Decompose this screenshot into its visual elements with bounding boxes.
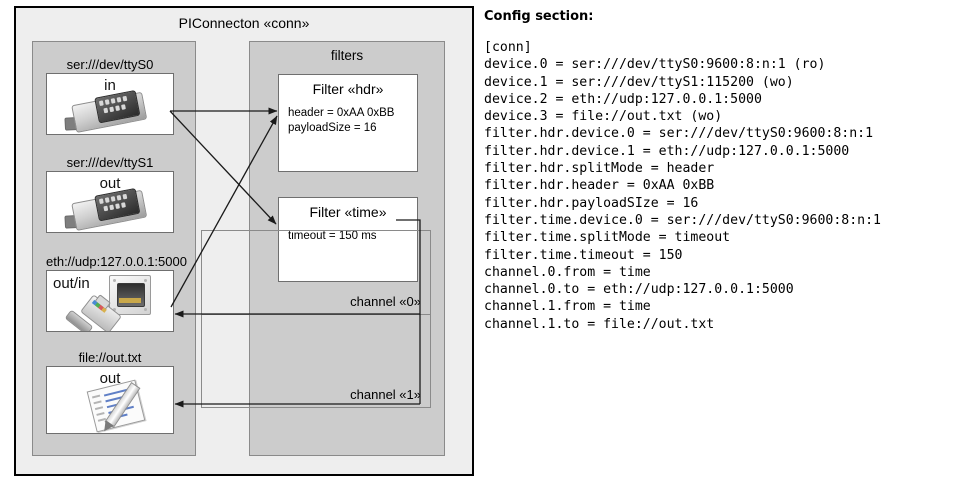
filters-column-title: filters bbox=[330, 48, 364, 63]
device-box-file[interactable]: out bbox=[46, 366, 174, 434]
device-label-eth: eth://udp:127.0.0.1:5000 bbox=[46, 254, 187, 269]
config-heading: Config section: bbox=[484, 9, 594, 24]
device-mode-file: out bbox=[99, 370, 121, 387]
filter-title-hdr: Filter «hdr» bbox=[312, 81, 384, 97]
device-mode-ttyS0: in bbox=[104, 77, 116, 94]
device-cell-ttyS0[interactable]: ser:///dev/ttyS0 in bbox=[46, 56, 174, 135]
filter-prop-time-timeout: timeout = 150 ms bbox=[288, 230, 377, 242]
diagram-container: PIConnecton «conn» ser:///dev/ttyS0 in bbox=[14, 6, 474, 476]
devices-column: ser:///dev/ttyS0 in se bbox=[32, 41, 196, 456]
filter-title-time: Filter «time» bbox=[309, 204, 387, 220]
filter-prop-hdr-payload: payloadSize = 16 bbox=[288, 122, 377, 134]
device-box-ttyS1[interactable]: out bbox=[46, 171, 174, 233]
filters-column: filters Filter «hdr» header = 0xAA 0xBB … bbox=[201, 41, 445, 456]
config-panel: Config section: [conn] device.0 = ser://… bbox=[484, 8, 954, 333]
config-listing: [conn] device.0 = ser:///dev/ttyS0:9600:… bbox=[484, 40, 881, 332]
device-cell-ttyS1[interactable]: ser:///dev/ttyS1 out bbox=[46, 154, 174, 233]
device-label-ttyS0: ser:///dev/ttyS0 bbox=[66, 57, 154, 72]
device-mode-ttyS1: out bbox=[99, 175, 121, 192]
device-box-ttyS0[interactable]: in bbox=[46, 73, 174, 135]
device-box-eth[interactable]: out/in bbox=[46, 270, 174, 332]
device-label-ttyS1: ser:///dev/ttyS1 bbox=[66, 155, 154, 170]
device-cell-file[interactable]: file://out.txt out bbox=[46, 349, 174, 434]
ethernet-jack-icon bbox=[47, 271, 173, 331]
device-mode-eth: out/in bbox=[53, 275, 90, 292]
channel-box-0[interactable]: channel «0» bbox=[201, 230, 431, 315]
channel-label-1: channel «1» bbox=[350, 387, 421, 402]
diagram-title: PIConnecton «conn» bbox=[178, 15, 310, 31]
channel-label-0: channel «0» bbox=[350, 294, 421, 309]
device-cell-eth[interactable]: eth://udp:127.0.0.1:5000 out/in bbox=[46, 253, 187, 332]
filter-box-hdr[interactable]: Filter «hdr» header = 0xAA 0xBB payloadS… bbox=[278, 74, 418, 172]
filter-prop-hdr-header: header = 0xAA 0xBB bbox=[288, 107, 395, 119]
channel-box-1[interactable]: channel «1» bbox=[201, 314, 431, 408]
device-label-file: file://out.txt bbox=[78, 350, 142, 365]
